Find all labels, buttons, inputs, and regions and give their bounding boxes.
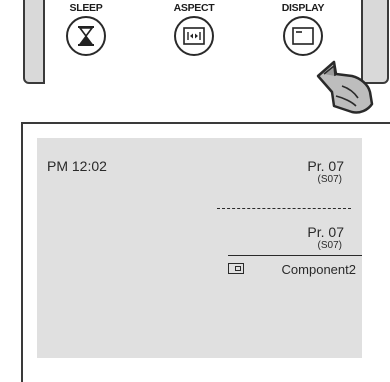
channel-info-top: Pr. 07 (S07) [224, 158, 344, 186]
channel-info-bottom: Pr. 07 (S07) [224, 224, 344, 252]
sleep-button-label: SLEEP [55, 2, 117, 14]
channel-number: Pr. 07 [224, 224, 344, 240]
pointing-hand-icon [312, 56, 376, 118]
channel-station: (S07) [224, 174, 344, 186]
channel-number: Pr. 07 [224, 158, 344, 174]
dashed-separator [217, 208, 351, 209]
aspect-button-label: ASPECT [163, 2, 225, 14]
aspect-button-group: ASPECT [163, 2, 225, 56]
tv-screen-frame: PM 12:02 Pr. 07 (S07) Pr. 07 (S07) Compo… [21, 122, 390, 382]
aspect-button[interactable] [174, 16, 214, 56]
solid-separator [228, 255, 362, 256]
input-source-icon [228, 263, 244, 274]
display-button-label: DISPLAY [272, 2, 334, 14]
display-button[interactable] [283, 16, 323, 56]
display-icon [292, 27, 314, 45]
sleep-button-group: SLEEP [55, 2, 117, 56]
sleep-button[interactable] [66, 16, 106, 56]
aspect-ratio-icon [183, 27, 205, 45]
tv-screen: PM 12:02 Pr. 07 (S07) Pr. 07 (S07) Compo… [37, 138, 362, 358]
display-button-group: DISPLAY [272, 2, 334, 56]
clock-display: PM 12:02 [47, 158, 107, 174]
hourglass-icon [76, 25, 96, 47]
channel-station: (S07) [224, 240, 344, 252]
input-source-label: Component2 [282, 262, 356, 277]
input-source-row: Component2 [228, 262, 356, 278]
